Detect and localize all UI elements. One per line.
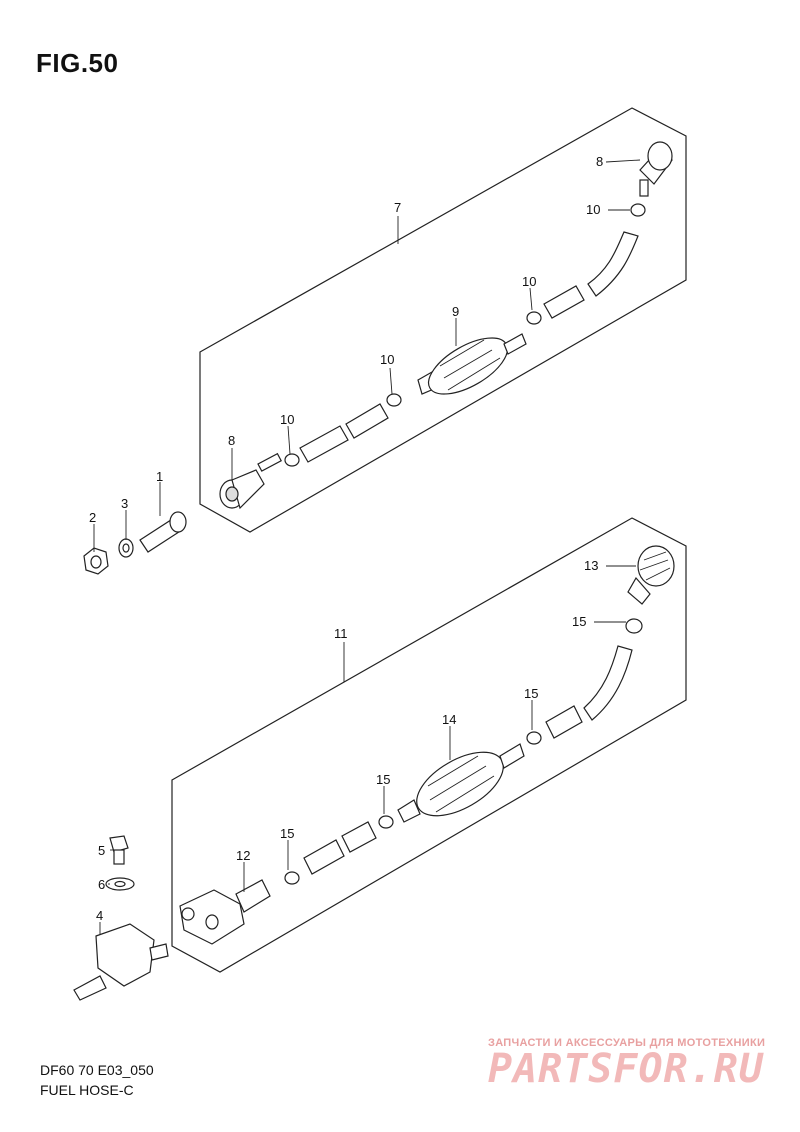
callout-13: 13	[584, 558, 598, 573]
hose-segment-lower-1	[303, 821, 377, 875]
clip-15-a	[284, 871, 300, 885]
primer-bulb-14	[397, 743, 525, 823]
diagram-subtitle: FUEL HOSE-C	[40, 1082, 134, 1098]
callout-8-upper: 8	[596, 154, 603, 169]
callout-5: 5	[98, 843, 105, 858]
clip-10-c	[526, 311, 542, 325]
callout-15-a: 15	[280, 826, 294, 841]
diagram-code: DF60 70 E03_050	[40, 1062, 154, 1078]
callout-leaders	[93, 159, 641, 934]
callout-labels: 1 2 3 7 8 10 10 9 10 10 8 11 13 15 15 14…	[89, 154, 603, 923]
watermark-tagline: ЗАПЧАСТИ И АКСЕССУАРЫ ДЛЯ МОТОТЕХНИКИ	[488, 1037, 766, 1049]
callout-15-d: 15	[572, 614, 586, 629]
callout-3: 3	[121, 496, 128, 511]
callout-2: 2	[89, 510, 96, 525]
washer-6	[105, 877, 135, 891]
nut-2	[83, 547, 109, 575]
connector-8-upper	[639, 141, 673, 197]
callout-7: 7	[394, 200, 401, 215]
callout-9: 9	[452, 304, 459, 319]
watermark-logo: PARTSFOR.RU	[488, 1046, 764, 1092]
callout-8-lower: 8	[228, 433, 235, 448]
hose-segment-upper-2	[543, 231, 639, 319]
callout-15-c: 15	[524, 686, 538, 701]
callout-1: 1	[156, 469, 163, 484]
connector-8-lower	[219, 452, 282, 510]
assembly-7-frame	[199, 107, 687, 533]
connector-13	[627, 545, 675, 605]
callout-10-c: 10	[522, 274, 536, 289]
clip-10-b	[386, 393, 402, 407]
clip-10-a	[284, 453, 300, 467]
callout-11: 11	[334, 626, 348, 641]
callout-10-d: 10	[586, 202, 600, 217]
callout-10-a: 10	[280, 412, 294, 427]
callout-14: 14	[442, 712, 456, 727]
assembly-11-frame	[171, 517, 687, 973]
hose-segment-upper-1	[299, 403, 389, 463]
primer-bulb-9	[417, 333, 527, 395]
clip-15-d	[625, 618, 643, 634]
connector-12	[179, 879, 271, 945]
bolt-5	[109, 835, 129, 865]
callout-6: 6	[98, 877, 105, 892]
clip-10-d	[630, 203, 646, 217]
clip-15-c	[526, 731, 542, 745]
fuel-tap-4	[73, 923, 169, 1001]
clip-15-b	[378, 815, 394, 829]
callout-10-b: 10	[380, 352, 394, 367]
hose-segment-lower-2	[545, 645, 633, 739]
figure-title: FIG.50	[36, 48, 119, 78]
washer-3	[118, 538, 134, 558]
callout-15-b: 15	[376, 772, 390, 787]
connector-1	[139, 511, 187, 553]
callout-4: 4	[96, 908, 103, 923]
callout-12: 12	[236, 848, 250, 863]
